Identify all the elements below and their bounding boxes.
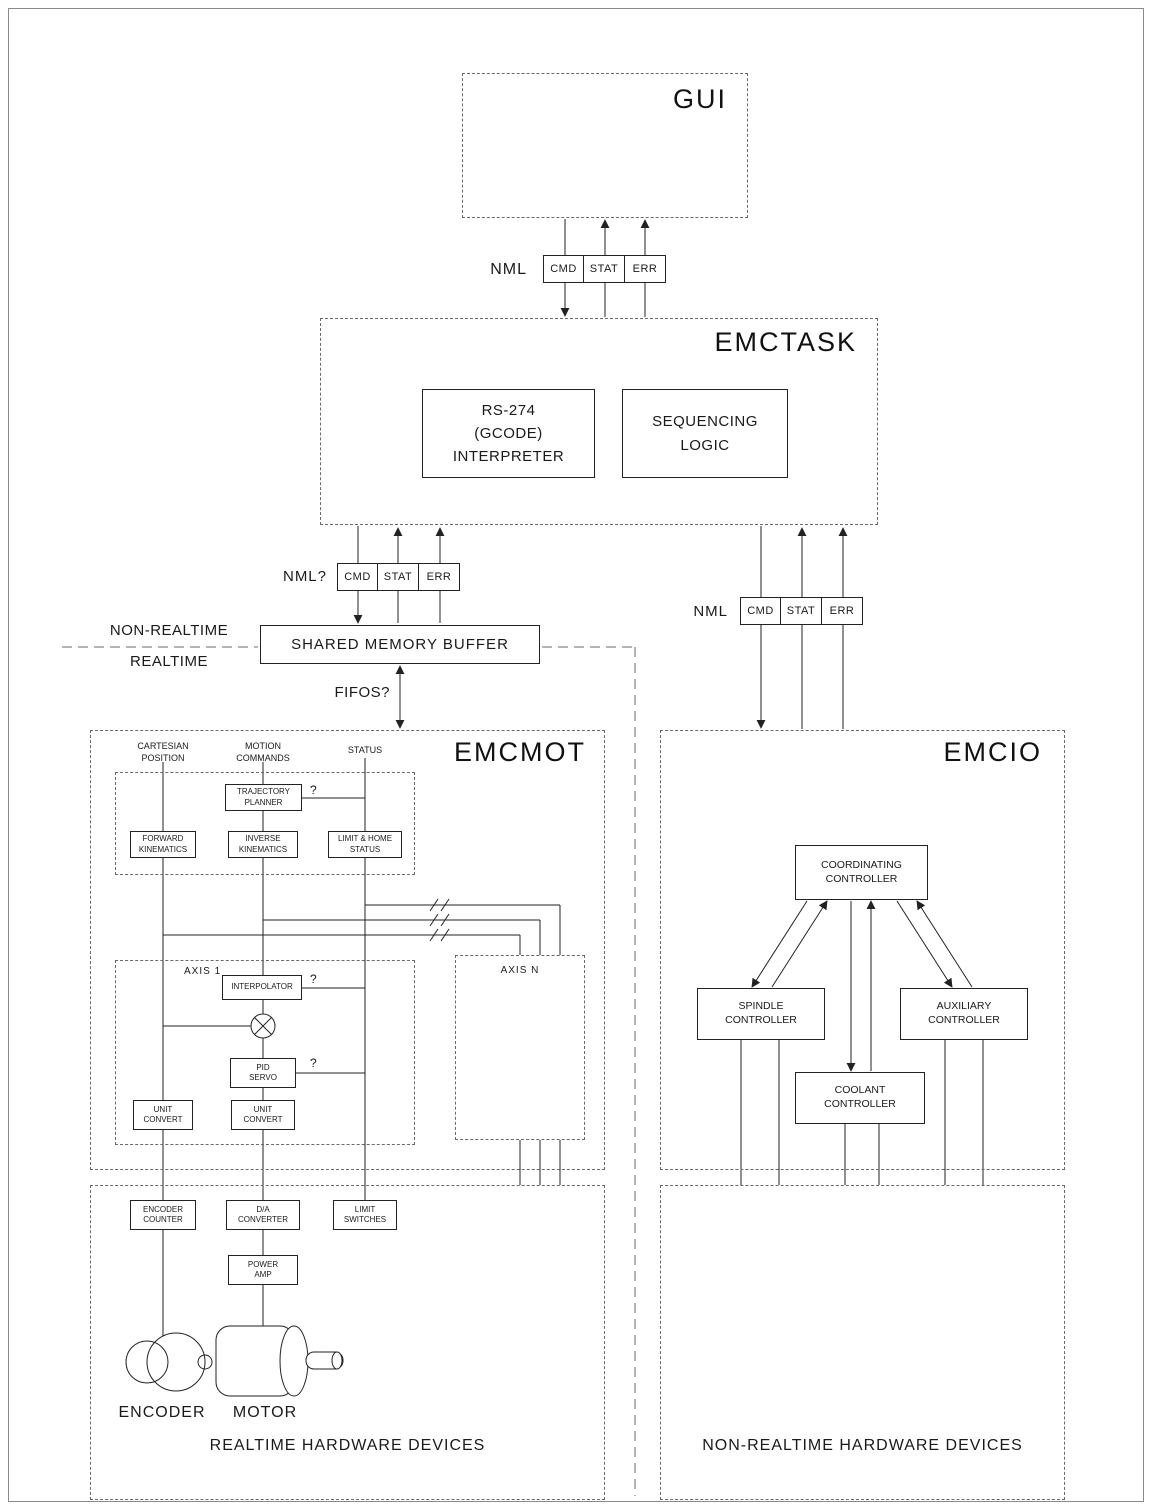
nml-left-label: NML? <box>282 568 327 585</box>
spindle-controller-box: SPINDLE CONTROLLER <box>697 988 825 1040</box>
nml-top-err-box: ERR <box>625 255 666 283</box>
da-converter-box: D/A CONVERTER <box>226 1200 300 1230</box>
emctask-emcio-links <box>756 526 848 729</box>
emcmot-box: EMCMOT <box>90 730 605 1170</box>
pid-servo-box: PID SERVO <box>230 1058 296 1088</box>
nml-top-channels: CMD STAT ERR <box>543 255 666 283</box>
nml-left-channels: CMD STAT ERR <box>337 563 460 591</box>
gcode-interpreter-box: RS-274 (GCODE) INTERPRETER <box>422 389 595 478</box>
realtime-hardware-box: REALTIME HARDWARE DEVICES <box>90 1185 605 1500</box>
encoder-label: ENCODER <box>118 1404 206 1421</box>
nml-right-label: NML <box>693 603 728 620</box>
realtime-hardware-title: REALTIME HARDWARE DEVICES <box>209 1437 486 1455</box>
coolant-controller-box: COOLANT CONTROLLER <box>795 1072 925 1124</box>
nml-top-stat-box: STAT <box>584 255 625 283</box>
encoder-counter-box: ENCODER COUNTER <box>130 1200 196 1230</box>
shared-memory-buffer-box: SHARED MEMORY BUFFER <box>260 625 540 664</box>
nml-right-err-box: ERR <box>822 597 863 625</box>
inverse-kinematics-box: INVERSE KINEMATICS <box>228 831 298 858</box>
encoder-drawing <box>125 1332 213 1392</box>
kinematics-group-box <box>115 772 415 875</box>
gui-box: GUI <box>462 73 748 218</box>
axis1-label: AXIS 1 <box>184 966 222 977</box>
emcio-box: EMCIO <box>660 730 1065 1170</box>
emctask-box: EMCTASK <box>320 318 878 525</box>
emcmot-signal-lines <box>162 758 366 1336</box>
col-cartesian-position-label: CARTESIAN POSITION <box>137 741 189 763</box>
boundary-label-realtime: REALTIME <box>130 653 208 670</box>
axisn-label: AXIS N <box>500 965 540 976</box>
boundary-label-nonrealtime: NON-REALTIME <box>109 622 229 639</box>
nonrealtime-hardware-box: NON-REALTIME HARDWARE DEVICES <box>660 1185 1065 1500</box>
emcmot-title: EMCMOT <box>454 737 586 767</box>
nml-right-stat-box: STAT <box>781 597 822 625</box>
emcio-title: EMCIO <box>943 737 1042 767</box>
nonrealtime-hardware-title: NON-REALTIME HARDWARE DEVICES <box>702 1437 1023 1455</box>
axis1-box: AXIS 1 <box>115 960 415 1145</box>
nml-right-cmd-box: CMD <box>740 597 781 625</box>
gui-title: GUI <box>672 84 727 114</box>
nml-left-stat-box: STAT <box>378 563 419 591</box>
limit-home-status-box: LIMIT & HOME STATUS <box>328 831 402 858</box>
nml-left-err-box: ERR <box>419 563 460 591</box>
emctask-title: EMCTASK <box>714 327 857 357</box>
auxiliary-controller-box: AUXILIARY CONTROLLER <box>900 988 1028 1040</box>
nml-top-cmd-box: CMD <box>543 255 584 283</box>
page-border <box>8 8 1144 1502</box>
trajectory-status-question: ? <box>310 783 317 797</box>
realtime-boundary <box>62 646 636 1496</box>
emcio-links <box>740 900 984 1185</box>
nml-top-label: NML <box>490 261 527 278</box>
forward-kinematics-box: FORWARD KINEMATICS <box>130 831 196 858</box>
nml-right-channels: CMD STAT ERR <box>740 597 863 625</box>
motor-drawing <box>215 1325 344 1397</box>
pid-status-question: ? <box>310 1056 317 1070</box>
axis-branch-lines <box>163 898 561 1185</box>
summing-junction-icon <box>250 1013 276 1039</box>
interpolator-status-question: ? <box>310 972 317 986</box>
fifos-label: FIFOS? <box>334 684 390 701</box>
nml-left-cmd-box: CMD <box>337 563 378 591</box>
unit-convert-output-box: UNIT CONVERT <box>231 1100 295 1130</box>
sequencing-logic-box: SEQUENCING LOGIC <box>622 389 788 478</box>
power-amp-box: POWER AMP <box>228 1255 298 1285</box>
unit-convert-feedback-box: UNIT CONVERT <box>133 1100 193 1130</box>
motor-label: MOTOR <box>232 1404 298 1421</box>
interpolator-box: INTERPOLATOR <box>222 975 302 1000</box>
axisn-box: AXIS N <box>455 955 585 1140</box>
col-status-label: STATUS <box>347 745 383 755</box>
limit-switches-box: LIMIT SWITCHES <box>333 1200 397 1230</box>
trajectory-planner-box: TRAJECTORY PLANNER <box>225 784 302 811</box>
coordinating-controller-box: COORDINATING CONTROLLER <box>795 845 928 900</box>
col-motion-commands-label: MOTION COMMANDS <box>236 741 290 763</box>
